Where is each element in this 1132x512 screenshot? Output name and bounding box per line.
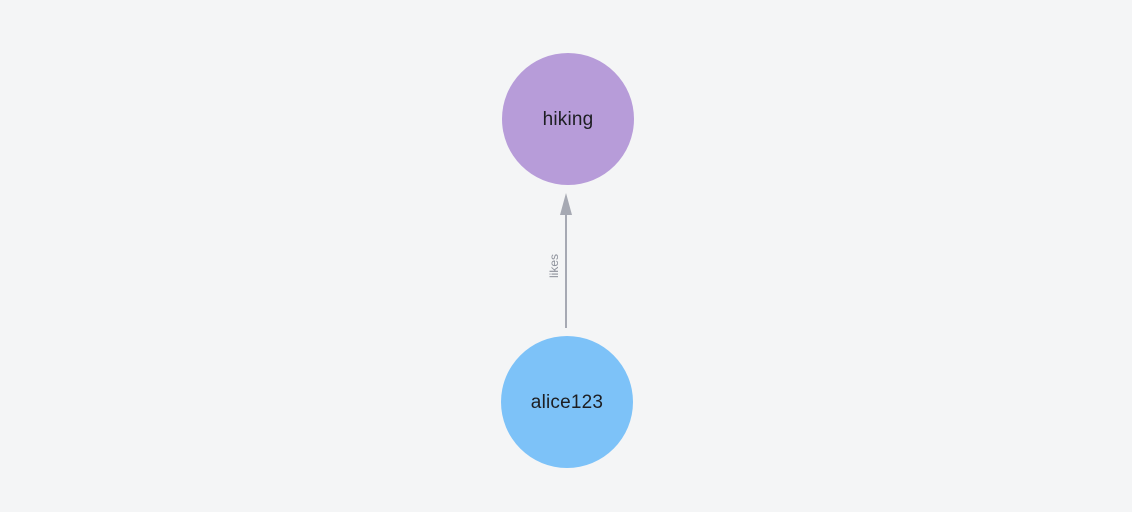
node-hiking-label: hiking xyxy=(542,108,594,130)
edge-line xyxy=(565,212,567,328)
node-hiking[interactable]: hiking xyxy=(502,53,634,185)
node-alice123-label: alice123 xyxy=(530,391,604,413)
node-alice123[interactable]: alice123 xyxy=(501,336,633,468)
arrowhead-up-icon xyxy=(560,193,572,215)
edge-likes-label: likes xyxy=(547,253,561,279)
